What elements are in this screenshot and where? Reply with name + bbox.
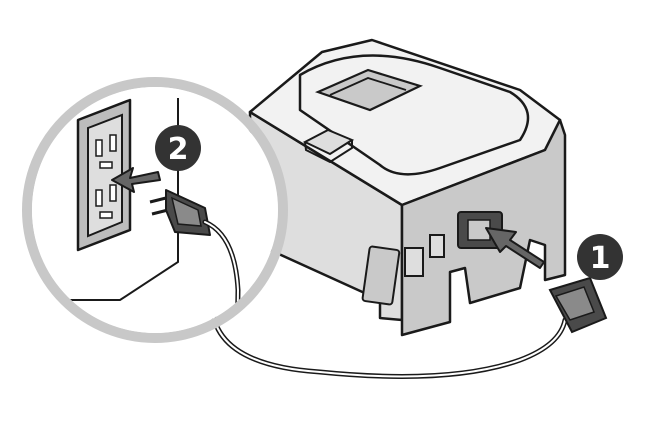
step-number-2: 2 <box>168 132 189 167</box>
numbered-circle-icon <box>577 234 623 280</box>
outlet-socket-top <box>95 134 117 169</box>
ethernet-port <box>404 247 424 277</box>
paper-slot-inner <box>329 77 407 96</box>
printer <box>248 38 567 337</box>
printer-side-panel <box>361 245 401 306</box>
step-number-1: 1 <box>590 241 611 276</box>
outlet-socket-bottom <box>95 184 117 219</box>
insert-arrow-1 <box>485 227 545 269</box>
wall-plug <box>149 189 241 333</box>
numbered-circle-icon <box>155 125 201 171</box>
insert-arrow-2 <box>111 167 161 193</box>
usb-port <box>429 234 445 258</box>
magnified-outlet-view <box>22 77 288 343</box>
step-badge-2: 2 <box>155 125 201 171</box>
power-cable-core <box>210 299 566 378</box>
power-connector <box>548 276 608 334</box>
cover-button-base <box>304 140 353 164</box>
step-badge-1: 1 <box>577 234 623 280</box>
paper-slot <box>314 68 424 112</box>
